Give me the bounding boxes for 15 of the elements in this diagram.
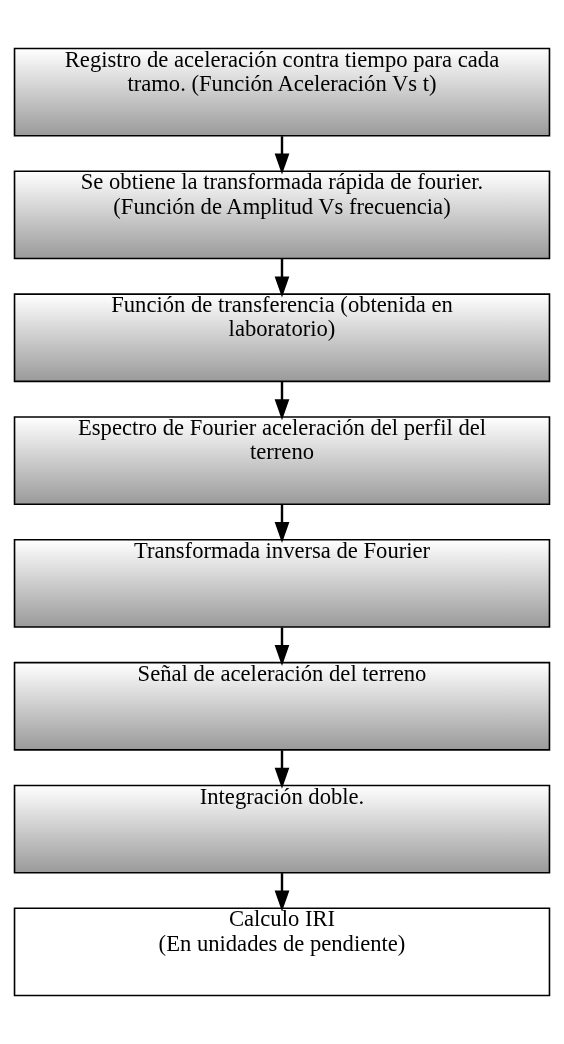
arrow (274, 136, 290, 175)
arrow (274, 627, 290, 666)
node-box: Señal de aceleración del terreno (13, 661, 551, 751)
arrow (274, 259, 290, 298)
node-box: Registro de aceleración contra tiempo para cada tramo. (Función Aceleración Vs t) (13, 47, 551, 137)
arrow (274, 750, 290, 789)
node-box: Calculo IRI (En unidades de pendiente) (13, 907, 551, 997)
arrow (274, 873, 290, 912)
arrow (274, 381, 290, 421)
arrow (274, 504, 290, 544)
node-box: Espectro de Fourier aceleración del perfil del terreno (13, 416, 551, 506)
node-box: Integración doble. (13, 784, 551, 874)
node-box: Transformada inversa de Fourier (13, 538, 551, 628)
node-box: Función de transferencia (obtenida en laboratorio) (13, 293, 551, 383)
node-box: Se obtiene la transformada rápida de fourier. (Función de Amplitud Vs frecuencia) (13, 170, 551, 260)
